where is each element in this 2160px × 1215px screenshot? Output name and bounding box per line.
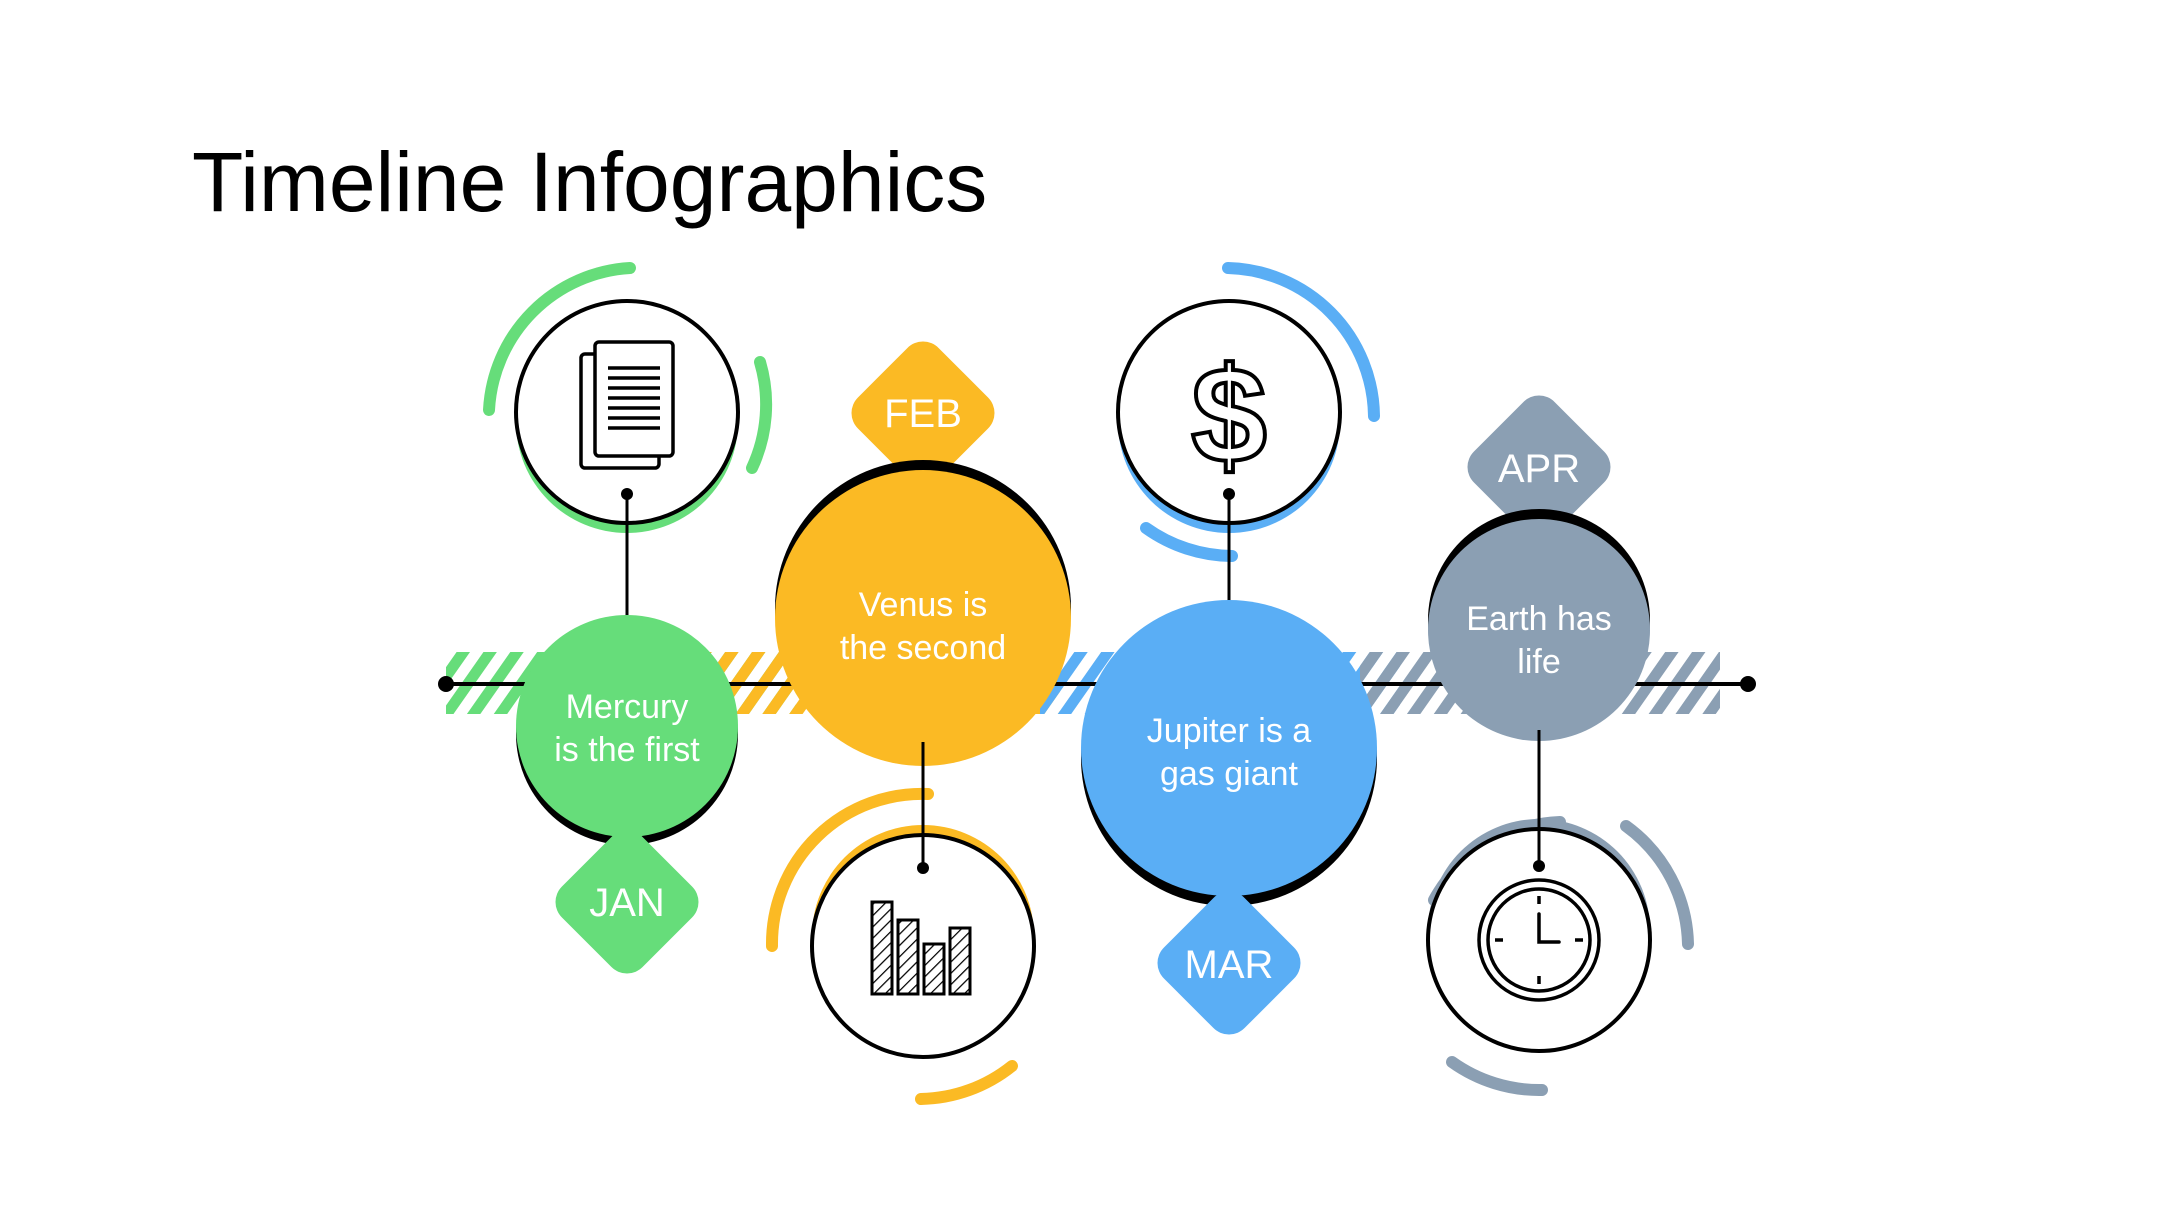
accent-arc (915, 1060, 1018, 1105)
bar-chart-icon (870, 900, 972, 996)
dollar-icon: $ (1189, 337, 1269, 493)
milestone-text-line1: Jupiter is a (1147, 712, 1311, 750)
main-circle (1081, 600, 1377, 896)
accent-arc (1446, 1056, 1548, 1097)
month-label: APR (1498, 447, 1580, 491)
milestone-text-line2: life (1517, 643, 1560, 681)
milestone-text-line2: the second (840, 629, 1006, 667)
month-diamond (851, 341, 995, 485)
month-diamond (555, 830, 699, 974)
month-diamond (1157, 891, 1301, 1035)
milestone-text-line1: Venus is (859, 586, 988, 624)
connector-dot (917, 862, 929, 874)
milestone-apr: APR Earth has life (1426, 395, 1694, 1097)
accent-arc (746, 356, 773, 474)
month-label: MAR (1185, 943, 1274, 987)
milestone-text-line1: Earth has (1466, 600, 1612, 638)
milestone-text-line1: Mercury (566, 688, 689, 726)
milestone-feb: FEB Venus is the second (765, 341, 1071, 1105)
document-icon (579, 340, 675, 470)
month-label: FEB (884, 392, 962, 436)
accent-arc (1140, 522, 1238, 562)
accent-arc (765, 787, 934, 952)
accent-arc (1620, 820, 1694, 950)
accent-arc (1222, 262, 1380, 422)
timeline-end-dot (1740, 676, 1756, 692)
timeline-start-dot (438, 676, 454, 692)
connector-dot (1533, 860, 1545, 872)
milestone-mar: $ Jupiter is a gas giant MAR (1081, 262, 1380, 1035)
clock-icon (1477, 878, 1601, 1002)
main-circle (1428, 519, 1650, 741)
accent-arc (483, 262, 636, 416)
connector-dot (1223, 488, 1235, 500)
milestone-jan: Mercury is the first JAN (483, 262, 773, 974)
month-diamond (1467, 395, 1611, 539)
connector-dot (621, 488, 633, 500)
main-circle (775, 470, 1071, 766)
page-title: Timeline Infographics (192, 135, 988, 229)
month-label: JAN (589, 881, 665, 925)
milestone-text-line2: is the first (554, 731, 700, 769)
main-circle (516, 615, 738, 837)
milestone-text-line2: gas giant (1160, 755, 1299, 793)
svg-text:$: $ (1191, 339, 1267, 491)
